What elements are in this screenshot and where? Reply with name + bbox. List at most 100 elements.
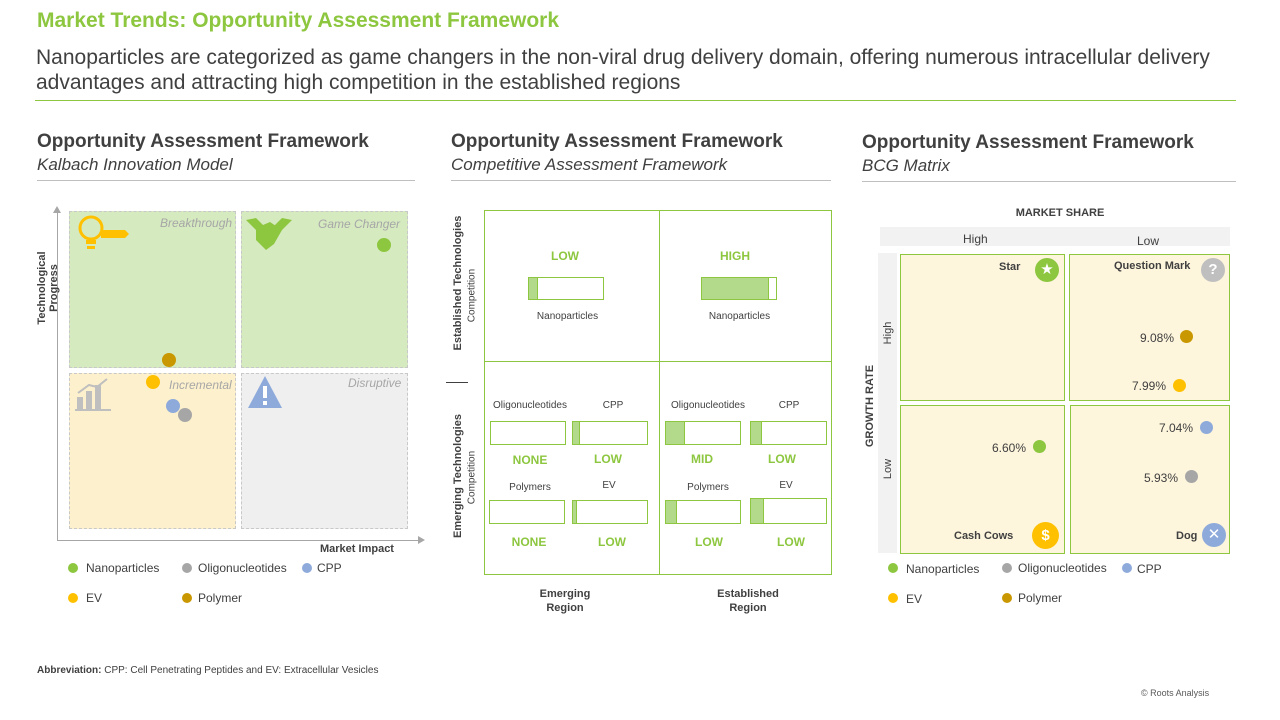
quadrant-star — [900, 254, 1065, 401]
cell-emerging-established — [659, 361, 832, 575]
legend-dot-nanoparticles — [888, 563, 898, 573]
label-game-changer: Game Changer — [318, 217, 401, 231]
value-ev: 7.99% — [1132, 379, 1167, 393]
legend-cpp: CPP — [317, 561, 342, 575]
level-established-emerging: LOW — [551, 249, 579, 263]
share-low-label: Low — [1137, 234, 1160, 248]
tech-label: Nanoparticles — [708, 311, 771, 322]
competition-bar — [572, 500, 648, 524]
kalbach-subheading: Kalbach Innovation Model — [37, 155, 233, 174]
dollar-icon: $ — [1032, 522, 1059, 549]
legend-ev: EV — [906, 592, 923, 606]
col-label-established-region: Established Region — [717, 588, 779, 614]
point-ev — [1173, 379, 1186, 392]
row-label-emerging: Emerging Technologies — [452, 414, 464, 538]
label-incremental: Incremental — [169, 378, 232, 392]
tech-label: EV — [779, 480, 793, 491]
tech-label: Polymers — [509, 482, 551, 493]
point-nanoparticles — [377, 238, 391, 252]
bcg-heading: Opportunity Assessment Framework — [862, 132, 1194, 153]
y-axis-arrow-icon — [53, 206, 61, 213]
share-high-label: High — [963, 232, 988, 246]
legend-dot-oligonucleotides — [182, 563, 192, 573]
competitive-divider — [451, 180, 831, 181]
close-icon: ✕ — [1202, 523, 1226, 547]
level-label: NONE — [512, 453, 548, 467]
legend-ev: EV — [86, 591, 103, 605]
value-nanoparticles: 6.60% — [992, 441, 1027, 455]
bcg-subheading: BCG Matrix — [862, 156, 950, 175]
quadrant-question-mark — [1069, 254, 1230, 401]
label-cash-cows: Cash Cows — [954, 530, 1014, 542]
legend-cpp: CPP — [1137, 562, 1162, 576]
tech-label: EV — [602, 480, 616, 491]
x-axis-arrow-icon — [418, 536, 425, 544]
competition-bar — [489, 500, 565, 524]
legend-dot-nanoparticles — [68, 563, 78, 573]
competition-bar — [665, 421, 741, 445]
level-label: LOW — [768, 452, 796, 466]
label-breakthrough: Breakthrough — [160, 216, 233, 230]
label-question-mark: Question Mark — [1114, 260, 1191, 272]
legend-oligonucleotides: Oligonucleotides — [198, 561, 287, 575]
row-sublabel-established: Competition — [466, 268, 478, 323]
page-subtitle: Nanoparticles are categorized as game ch… — [36, 46, 1210, 94]
legend-polymer: Polymer — [1018, 591, 1063, 605]
market-share-bar — [880, 227, 1230, 246]
competition-bar — [528, 277, 604, 300]
row-label-established: Established Technologies — [452, 215, 464, 351]
abbreviation-label: Abbreviation: — [37, 665, 102, 676]
header-divider — [35, 100, 1236, 101]
legend-polymer: Polymer — [198, 591, 243, 605]
level-label: LOW — [777, 535, 805, 549]
value-cpp: 7.04% — [1159, 421, 1194, 435]
legend-dot-cpp — [1122, 563, 1132, 573]
label-disruptive: Disruptive — [348, 376, 402, 390]
legend-dot-polymer — [1002, 593, 1012, 603]
row-separator — [446, 382, 468, 383]
level-label: LOW — [598, 535, 626, 549]
legend-dot-cpp — [302, 563, 312, 573]
growth-high-label: High — [882, 321, 894, 345]
point-ev — [146, 375, 160, 389]
growth-rate-bar — [878, 253, 897, 553]
level-label: LOW — [695, 535, 723, 549]
star-icon: ★ — [1035, 258, 1059, 282]
value-polymer: 9.08% — [1140, 331, 1175, 345]
handshake-icon — [246, 218, 292, 250]
legend-oligonucleotides: Oligonucleotides — [1018, 561, 1107, 575]
label-dog: Dog — [1176, 530, 1198, 542]
point-cpp — [1200, 421, 1213, 434]
growth-low-label: Low — [882, 458, 894, 480]
abbreviation-text: CPP: Cell Penetrating Peptides and EV: E… — [101, 665, 379, 676]
growth-rate-label: GROWTH RATE — [864, 364, 876, 448]
competition-bar — [665, 500, 741, 524]
bcg-divider — [862, 181, 1236, 182]
market-share-label: MARKET SHARE — [1015, 207, 1105, 219]
legend-nanoparticles: Nanoparticles — [86, 561, 160, 575]
question-mark-icon: ? — [1201, 258, 1225, 282]
row-sublabel-emerging: Competition — [466, 450, 478, 505]
tech-label: CPP — [778, 400, 800, 411]
legend-dot-ev — [888, 593, 898, 603]
page-title: Market Trends: Opportunity Assessment Fr… — [37, 9, 560, 32]
kalbach-y-axis — [57, 211, 58, 541]
col-label-emerging-region: Emerging Region — [539, 588, 591, 614]
competitive-subheading: Competitive Assessment Framework — [451, 155, 728, 174]
point-oligonucleotides — [178, 408, 192, 422]
tech-label: Polymers — [687, 482, 729, 493]
tech-label: Oligonucleotides — [671, 400, 745, 411]
level-established-established: HIGH — [720, 249, 750, 263]
level-label: MID — [691, 452, 713, 466]
kalbach-divider — [37, 180, 415, 181]
point-nanoparticles — [1033, 440, 1046, 453]
level-label: NONE — [511, 535, 547, 549]
point-oligonucleotides — [1185, 470, 1198, 483]
legend-dot-oligonucleotides — [1002, 563, 1012, 573]
competition-bar — [750, 498, 827, 524]
kalbach-y-label: Technological Progress — [36, 251, 60, 325]
abbreviation-note: Abbreviation: CPP: Cell Penetrating Pept… — [37, 665, 378, 676]
legend-dot-polymer — [182, 593, 192, 603]
label-star: Star — [999, 261, 1021, 273]
point-polymer — [1180, 330, 1193, 343]
